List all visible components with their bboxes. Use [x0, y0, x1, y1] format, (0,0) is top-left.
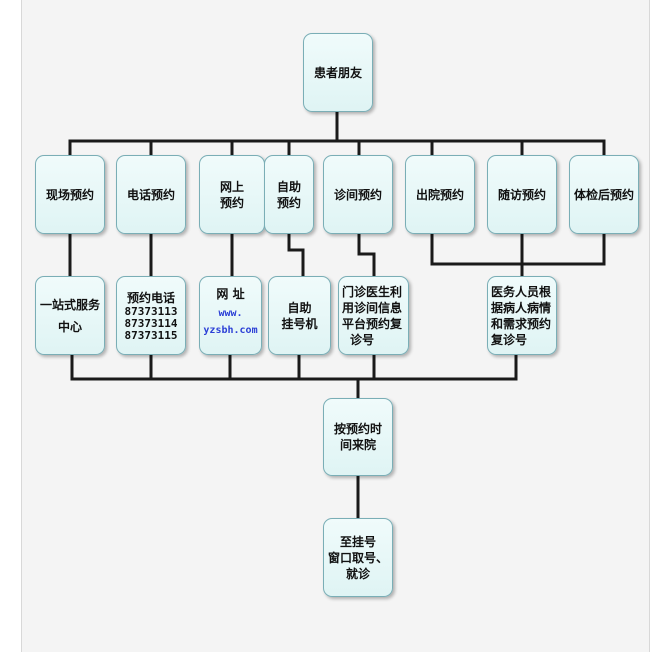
- node-onestop-center-line2: 中心: [57, 319, 82, 334]
- node-onestop-center-line1: 一站式服务: [39, 297, 100, 312]
- node-arrive-on-time-line1: 按预约时: [333, 422, 382, 436]
- node-self-service-kiosk-line1: 自助: [287, 300, 312, 315]
- node-staff-followup-line2: 据病人病情: [491, 300, 552, 315]
- node-clinic-booking-label: 诊间预约: [333, 187, 382, 202]
- website-url-line2: yzsbh.com: [203, 325, 258, 336]
- node-discharge-booking-label: 出院预约: [415, 187, 464, 202]
- node-checkup-booking: 体检后预约: [569, 155, 639, 234]
- node-arrive-on-time-line2: 间来院: [339, 438, 376, 452]
- node-registration-window-line3: 就诊: [345, 566, 370, 581]
- node-clinic-platform-line2: 用诊间信息: [342, 300, 403, 315]
- node-clinic-platform-line3: 平台预约复: [342, 316, 403, 331]
- node-clinic-platform-line4: 诊号: [350, 332, 375, 347]
- node-self-booking-line1: 自助: [276, 179, 301, 194]
- node-clinic-platform-line1: 门诊医生利: [342, 284, 403, 299]
- node-self-booking-line2: 预约: [276, 195, 301, 210]
- node-phone-numbers: 预约电话 87373113 87373114 87373115: [116, 276, 186, 355]
- node-website-title: 网 址: [216, 287, 245, 301]
- node-phone-booking: 电话预约: [116, 155, 186, 234]
- node-phone-numbers-title: 预约电话: [126, 290, 175, 305]
- node-website: 网 址 www. yzsbh.com: [199, 276, 262, 355]
- node-onestop-center: 一站式服务 中心: [35, 276, 105, 355]
- node-arrive-on-time: 按预约时 间来院: [323, 398, 393, 476]
- website-url-line1: www.: [218, 308, 243, 319]
- node-registration-window: 至挂号 窗口取号、 就诊: [323, 518, 393, 597]
- node-clinic-booking: 诊间预约: [323, 155, 393, 234]
- node-checkup-booking-label: 体检后预约: [573, 187, 634, 202]
- node-staff-followup-line1: 医务人员根: [491, 284, 552, 299]
- connector-clinic-detail: [357, 232, 376, 278]
- node-clinic-platform: 门诊医生利 用诊间信息 平台预约复 诊号: [338, 276, 409, 355]
- node-discharge-booking: 出院预约: [405, 155, 475, 234]
- node-online-booking-line2: 预约: [219, 195, 244, 210]
- node-staff-followup-line4: 复诊号: [491, 332, 528, 347]
- phone-number-1: 87373113: [124, 304, 178, 318]
- node-phone-booking-label: 电话预约: [126, 187, 175, 202]
- node-self-service-kiosk-line2: 挂号机: [281, 316, 318, 331]
- node-staff-followup-line3: 和需求预约: [491, 316, 552, 331]
- node-online-booking: 网上 预约: [199, 155, 265, 234]
- node-followup-booking-label: 随访预约: [497, 187, 546, 202]
- node-patients-label: 患者朋友: [313, 65, 362, 80]
- phone-number-3: 87373115: [124, 328, 178, 342]
- phone-number-2: 87373114: [124, 316, 178, 330]
- node-online-booking-line1: 网上: [219, 179, 244, 194]
- node-self-booking: 自助 预约: [264, 155, 314, 234]
- node-registration-window-line1: 至挂号: [339, 534, 376, 549]
- node-onsite-booking-label: 现场预约: [45, 187, 94, 202]
- connector-self-detail: [287, 232, 305, 278]
- node-staff-followup: 医务人员根 据病人病情 和需求预约 复诊号: [487, 276, 557, 355]
- node-patients: 患者朋友: [303, 33, 373, 112]
- node-followup-booking: 随访预约: [487, 155, 557, 234]
- node-onsite-booking: 现场预约: [35, 155, 105, 234]
- node-self-service-kiosk: 自助 挂号机: [268, 276, 331, 355]
- node-registration-window-line2: 窗口取号、: [327, 550, 388, 565]
